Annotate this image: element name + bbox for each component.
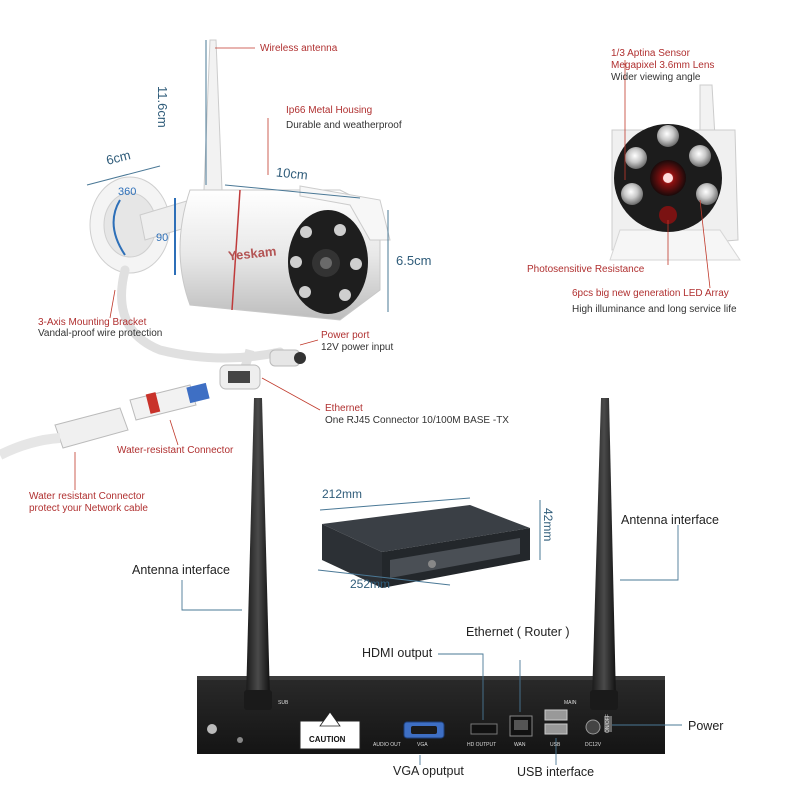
ethernet-title: Ethernet xyxy=(325,403,363,414)
port-sub-label: SUB xyxy=(278,700,289,706)
port-vga-label: VGA xyxy=(417,742,428,748)
ethernet-desc: One RJ45 Connector 10/100M BASE -TX xyxy=(325,415,509,426)
camera-side-view xyxy=(0,39,391,460)
photosensitive-label: Photosensitive Resistance xyxy=(527,264,645,275)
hdmi-output-label: HDMI output xyxy=(362,646,433,660)
dim-nvr-length: 252mm xyxy=(350,577,391,591)
rotation-arrows xyxy=(112,198,176,275)
dim-camera-length: 10cm xyxy=(275,164,309,183)
power-label: Power xyxy=(688,719,724,733)
sensor-line1: 1/3 Aptina Sensor xyxy=(611,48,690,59)
port-wan-label: WAN xyxy=(514,742,526,748)
dim-nvr-height: 42mm xyxy=(541,508,555,542)
caution-sticker: CAUTION xyxy=(309,735,346,744)
port-main-label: MAIN xyxy=(564,700,577,706)
camera-front-view xyxy=(609,84,741,261)
sensor-line2: Megapixel 3.6mm Lens xyxy=(611,60,715,71)
sensor-desc: Wider viewing angle xyxy=(611,72,701,83)
dim-camera-height: 11.6cm xyxy=(155,86,170,128)
power-port-title: Power port xyxy=(321,330,370,341)
water-connector2-desc: protect your Network cable xyxy=(29,503,148,514)
wireless-antenna-label: Wireless antenna xyxy=(260,43,338,54)
port-onoff-label: ON/OFF xyxy=(605,714,611,733)
dim-nvr-width: 212mm xyxy=(322,487,363,501)
water-connector-label: Water-resistant Connector xyxy=(117,445,234,456)
housing-desc: Durable and weatherproof xyxy=(286,120,402,131)
bracket-title: 3-Axis Mounting Bracket xyxy=(38,317,147,328)
power-port-desc: 12V power input xyxy=(321,342,394,353)
nvr-box-view xyxy=(322,505,530,588)
port-usb-label: USB xyxy=(550,742,561,748)
led-array-title: 6pcs big new generation LED Array xyxy=(572,288,729,299)
port-audio-label: AUDIO OUT xyxy=(373,742,401,748)
antenna-interface-left-label: Antenna interface xyxy=(132,563,230,577)
antenna-interface-right-label: Antenna interface xyxy=(621,513,719,527)
vga-output-label: VGA oputput xyxy=(393,764,464,778)
port-dc-label: DC12V xyxy=(585,742,602,748)
water-connector2-title: Water resistant Connector xyxy=(29,491,145,502)
rotation-360-label: 360 xyxy=(118,186,137,198)
housing-title: Ip66 Metal Housing xyxy=(286,105,373,116)
nvr-rear-panel xyxy=(197,398,665,754)
led-array-desc: High illuminance and long service life xyxy=(572,304,737,315)
callout-leaders xyxy=(74,47,711,490)
ethernet-router-label: Ethernet ( Router ) xyxy=(466,625,570,639)
nvr-leaders xyxy=(181,525,682,765)
usb-interface-label: USB interface xyxy=(517,765,595,779)
rotation-90-label: 90 xyxy=(156,232,169,244)
dim-camera-diameter: 6.5cm xyxy=(396,253,432,268)
dimension-lines xyxy=(86,40,541,586)
bracket-desc: Vandal-proof wire protection xyxy=(38,328,163,339)
port-hdmi-label: HD OUTPUT xyxy=(467,742,497,748)
